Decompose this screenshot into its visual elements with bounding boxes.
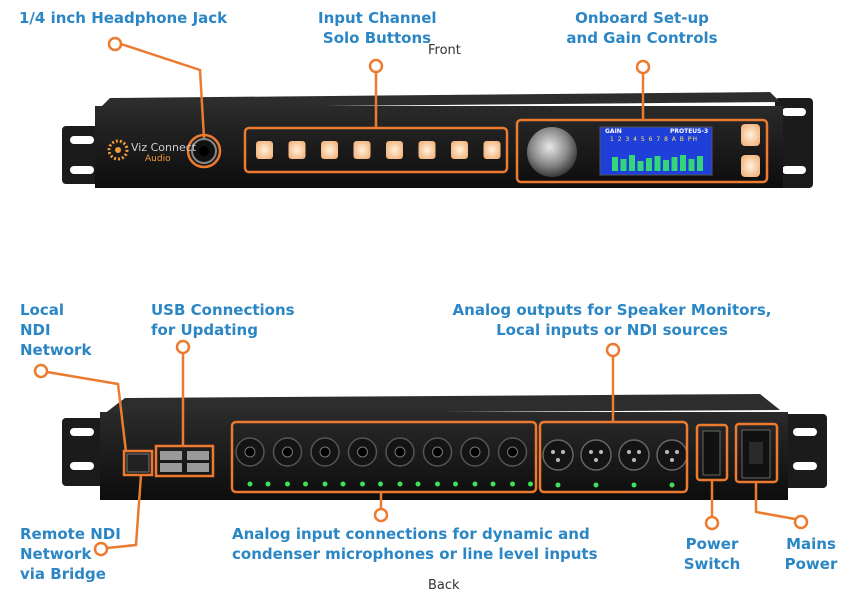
- viz-connect-logo: [107, 139, 129, 161]
- analog-out-line1: Analog outputs for Speaker Monitors,: [452, 301, 772, 319]
- lcd-meter-bar: [688, 159, 695, 171]
- lcd-model-text: PROTEUS-3: [670, 128, 709, 135]
- input-led: [247, 481, 253, 487]
- setup-button-top: [741, 124, 760, 146]
- front-unit: [62, 92, 813, 188]
- input-led: [510, 481, 515, 487]
- solo-label-line2: Solo Buttons: [322, 29, 432, 47]
- solo-button: [288, 141, 306, 159]
- lcd-meter-bar: [612, 157, 618, 171]
- solo-button: [256, 141, 273, 159]
- solo-buttons-label: Input Channel Solo Buttons: [318, 8, 437, 48]
- rear-caption: Back: [428, 578, 460, 593]
- lcd-channel-text: 1 2 3 4 5 6 7 8 A B PH: [610, 136, 698, 143]
- input-led: [360, 481, 365, 487]
- remote-ndi-line1: Remote NDI: [20, 525, 121, 543]
- xlr-output-jack: [580, 439, 612, 471]
- usb-label: USB Connections for Updating: [151, 300, 295, 340]
- remote-ndi-label: Remote NDI Network via Bridge: [20, 524, 121, 584]
- usb-port-1: [160, 451, 182, 460]
- local-ndi-line1: Local: [20, 301, 65, 319]
- power-switch-label: Power Switch: [680, 534, 744, 574]
- analog-in-line1: Analog input connections for dynamic and: [232, 525, 590, 543]
- headphone-highlight: [186, 133, 222, 169]
- usb-line2: for Updating: [151, 321, 258, 339]
- usb-line1: USB Connections: [151, 301, 295, 319]
- solo-button: [418, 141, 436, 159]
- ethernet-highlight: [122, 449, 154, 477]
- analog-out-highlight: [538, 420, 689, 494]
- xlr-output-jack: [618, 439, 650, 471]
- solo-button: [483, 141, 501, 159]
- analog-in-label: Analog input connections for dynamic and…: [232, 524, 598, 564]
- solo-buttons-highlight: [243, 126, 509, 174]
- ethernet-port: [126, 453, 150, 473]
- xlr-output-jack: [656, 439, 688, 471]
- analog-out-line2: Local inputs or NDI sources: [496, 321, 728, 339]
- power-switch-body: [702, 430, 721, 476]
- power-switch-line2: Switch: [683, 555, 741, 573]
- usb-highlight: [154, 444, 215, 478]
- analog-out-label: Analog outputs for Speaker Monitors, Loc…: [452, 300, 772, 340]
- lcd-meter-bar: [663, 160, 669, 171]
- setup-button-bottom: [741, 155, 760, 177]
- brand-name: Viz Connect: [131, 141, 197, 154]
- analog-in-highlight: [230, 420, 538, 494]
- input-led: [397, 481, 403, 487]
- xlr-output-jack: [542, 439, 574, 471]
- headphone-jack-label: 1/4 inch Headphone Jack: [19, 9, 228, 27]
- analog-in-line2: condenser microphones or line level inpu…: [232, 545, 598, 563]
- usb-port-2: [187, 451, 209, 460]
- setup-label-line1: Onboard Set-up: [575, 9, 709, 27]
- power-switch-line1: Power: [685, 535, 739, 553]
- solo-button: [451, 141, 468, 159]
- mains-power-label: Mains Power: [778, 534, 844, 574]
- setup-highlight: [515, 118, 769, 184]
- solo-button: [321, 141, 338, 159]
- brand-sub: Audio: [145, 154, 171, 164]
- solo-label-line1: Input Channel: [318, 9, 437, 27]
- input-led: [472, 481, 478, 487]
- remote-ndi-line3: via Bridge: [20, 565, 106, 583]
- mains-line1: Mains: [786, 535, 836, 553]
- input-led: [285, 481, 290, 487]
- lcd-meter-bar: [629, 155, 635, 171]
- local-ndi-line3: Network: [20, 341, 92, 359]
- front-rack-ear-right: [775, 98, 813, 188]
- lcd-meter-bar: [620, 159, 627, 171]
- lcd-gain-text: GAIN: [605, 128, 622, 135]
- setup-label-line2: and Gain Controls: [566, 29, 718, 47]
- setup-gain-label: Onboard Set-up and Gain Controls: [556, 8, 728, 48]
- gain-knob: [527, 127, 577, 177]
- callout-lines: [33, 36, 809, 557]
- solo-button: [386, 141, 403, 159]
- solo-button: [353, 141, 371, 159]
- input-led: [322, 481, 328, 487]
- remote-ndi-line2: Network: [20, 545, 92, 563]
- front-caption: Front: [428, 43, 461, 58]
- local-ndi-label: Local NDI Network: [20, 300, 91, 360]
- input-led: [435, 481, 440, 487]
- lcd-meter-bar: [646, 158, 652, 171]
- lcd-meter-bar: [637, 161, 644, 171]
- local-ndi-line2: NDI: [20, 321, 51, 339]
- mains-line2: Power: [784, 555, 838, 573]
- lcd-meter-bar: [671, 157, 678, 171]
- lcd-meter-bar: [697, 156, 703, 171]
- rear-unit: [62, 394, 827, 500]
- lcd-meter-bar: [654, 156, 661, 171]
- lcd-meter-bar: [680, 155, 686, 171]
